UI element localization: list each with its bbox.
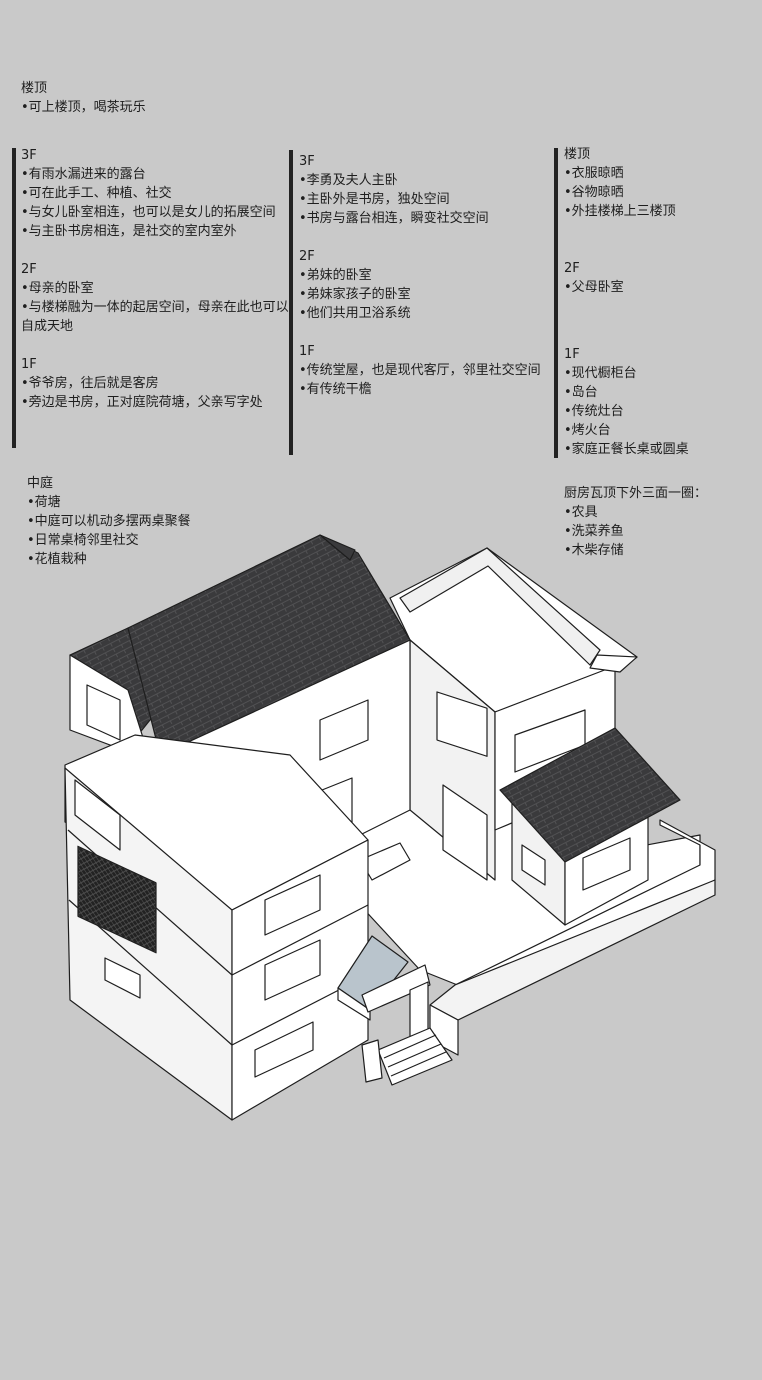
- terrace-parapet: [399, 547, 601, 666]
- list-item: •谷物晾晒: [564, 185, 624, 200]
- col2-3f-label: 3F: [299, 154, 315, 169]
- kitchen-heading: 厨房瓦顶下外三面一圈：: [564, 486, 708, 501]
- small-window: [104, 957, 141, 999]
- list-item: •有雨水漏进来的露台: [21, 167, 146, 182]
- list-item: •家庭正餐长桌或圆桌: [564, 442, 689, 457]
- list-item: •荷塘: [27, 495, 61, 510]
- list-item: •洗菜养鱼: [564, 524, 624, 539]
- list-item: •日常桌椅邻里社交: [27, 533, 139, 548]
- kitchen-roof: [499, 727, 681, 863]
- list-item: •可在此手工、种植、社交: [21, 186, 172, 201]
- list-item: •传统堂屋，也是现代客厅，邻里社交空间: [299, 363, 541, 378]
- main-roof-main-slope: [127, 534, 411, 756]
- list-item: •母亲的卧室: [21, 281, 94, 296]
- window: [86, 684, 121, 741]
- floor-line: [231, 904, 369, 976]
- floor-notes-column-3: 楼顶 •衣服晾晒 •谷物晾晒 •外挂楼梯上三楼顶 2F •父母卧室 1F •现代…: [564, 145, 689, 459]
- list-item: •外挂楼梯上三楼顶: [564, 204, 676, 219]
- balcony-opening: [74, 779, 121, 851]
- list-item: •岛台: [564, 385, 598, 400]
- window: [254, 1021, 314, 1078]
- roof-access-heading: 楼顶: [21, 81, 48, 96]
- pond-gate: [361, 964, 431, 1013]
- list-item: •书房与露台相连，瞬变社交空间: [299, 211, 489, 226]
- window: [436, 691, 488, 757]
- floor-notes-column-2: 3F •李勇及夫人主卧 •主卧外是书房，独处空间 •书房与露台相连，瞬变社交空间…: [299, 152, 541, 399]
- list-item: •与主卧书房相连，是社交的室内室外: [21, 224, 237, 239]
- list-item: •弟妹家孩子的卧室: [299, 287, 411, 302]
- col3-1f-label: 1F: [564, 347, 580, 362]
- list-item: •主卧外是书房，独处空间: [299, 192, 450, 207]
- column-divider-2: [289, 150, 293, 455]
- window: [582, 837, 631, 891]
- roof-access-note: 楼顶 •可上楼顶，喝茶玩乐: [21, 79, 146, 117]
- col1-1f-label: 1F: [21, 357, 37, 372]
- list-item: •花植栽种: [27, 552, 87, 567]
- floor-notes-column-1: 3F •有雨水漏进来的露台 •可在此手工、种植、社交 •与女儿卧室相连，也可以是…: [21, 146, 293, 412]
- col2-1f-label: 1F: [299, 344, 315, 359]
- list-item: •父母卧室: [564, 280, 624, 295]
- lattice-screen: [77, 845, 157, 954]
- list-item: •农具: [564, 505, 598, 520]
- list-item: •李勇及夫人主卧: [299, 173, 398, 188]
- list-item: •中庭可以机动多摆两桌聚餐: [27, 514, 191, 529]
- col3-roof-label: 楼顶: [564, 147, 591, 162]
- list-item: •他们共用卫浴系统: [299, 306, 411, 321]
- col2-2f-label: 2F: [299, 249, 315, 264]
- col1-3f-label: 3F: [21, 148, 37, 163]
- list-item: •现代橱柜台: [564, 366, 637, 381]
- column-divider-3: [554, 148, 558, 458]
- roof-access-item: •可上楼顶，喝茶玩乐: [21, 100, 146, 115]
- external-stair: [589, 654, 638, 673]
- door: [442, 784, 488, 881]
- list-item: •与女儿卧室相连，也可以是女儿的拓展空间: [21, 205, 276, 220]
- list-item: •烤火台: [564, 423, 611, 438]
- list-item: •旁边是书房，正对庭院荷塘，父亲写字处: [21, 395, 263, 410]
- col1-2f-label: 2F: [21, 262, 37, 277]
- list-item: •木柴存储: [564, 543, 624, 558]
- main-roof-side: [319, 534, 356, 561]
- pond-edge: [337, 987, 371, 1021]
- list-item: •传统灶台: [564, 404, 624, 419]
- courtyard-note: 中庭 •荷塘 •中庭可以机动多摆两桌聚餐 •日常桌椅邻里社交 •花植栽种: [27, 474, 191, 569]
- front-steps: [377, 1027, 453, 1086]
- window: [319, 699, 369, 761]
- list-item: •衣服晾晒: [564, 166, 624, 181]
- col3-2f-label: 2F: [564, 261, 580, 276]
- list-item: •有传统干檐: [299, 382, 372, 397]
- column-divider-1: [12, 148, 16, 448]
- step-post: [361, 1039, 383, 1083]
- courtyard-heading: 中庭: [27, 476, 54, 491]
- boundary-wall-face: [429, 879, 716, 1021]
- kitchen-note: 厨房瓦顶下外三面一圈： •农具 •洗菜养鱼 •木柴存储: [564, 484, 707, 560]
- window: [521, 844, 546, 886]
- window: [264, 939, 321, 1001]
- list-item: •弟妹的卧室: [299, 268, 372, 283]
- list-item: •与楼梯融为一体的起居空间，母亲在此也可以自成天地: [21, 300, 289, 334]
- list-item: •爷爷房，往后就是客房: [21, 376, 159, 391]
- window: [264, 874, 321, 936]
